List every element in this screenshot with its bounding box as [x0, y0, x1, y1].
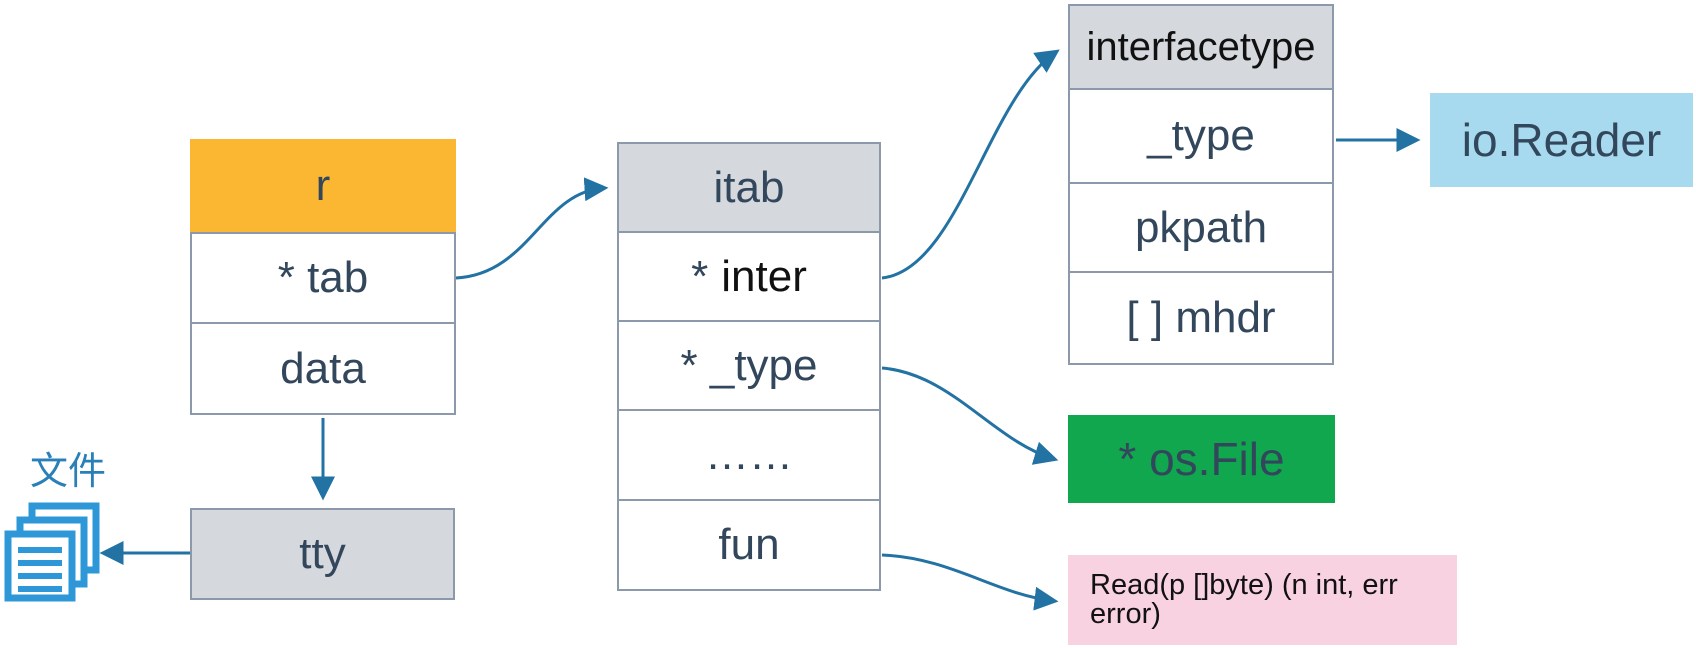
itab-struct-header: itab: [617, 142, 881, 233]
r-struct-header: r: [190, 139, 456, 232]
interfacetype-row-pkpath: pkpath: [1068, 182, 1334, 273]
io-reader-box: io.Reader: [1430, 93, 1693, 187]
r-struct-box: r * tab data: [190, 139, 456, 415]
arrow-inter-to-interfacetype: [881, 49, 1060, 280]
itab-row-type: * _type: [617, 320, 881, 411]
interfacetype-row-mhdr: [ ] mhdr: [1068, 271, 1334, 365]
interfacetype-row-type: _type: [1068, 88, 1334, 184]
itab-row-inter: * inter: [617, 231, 881, 322]
os-file-box: * os.File: [1068, 415, 1335, 503]
interfacetype-struct-box: interfacetype _type pkpath [ ] mhdr: [1068, 4, 1334, 365]
arrow-fun-to-read: [881, 553, 1059, 611]
tty-box: tty: [190, 508, 455, 600]
itab-row-inter-star: *: [691, 251, 709, 301]
arrow-tab-to-itab: [455, 177, 609, 280]
itab-row-dots: ……: [617, 409, 881, 501]
arrow-itabtype-to-osfile: [881, 366, 1059, 465]
r-row-tab: * tab: [190, 232, 456, 324]
file-stack-icon: [4, 502, 100, 602]
read-signature-box: Read(p []byte) (n int, err error): [1068, 555, 1457, 645]
itab-row-inter-name: inter: [721, 251, 807, 301]
itab-row-fun: fun: [617, 499, 881, 591]
interfacetype-struct-header: interfacetype: [1068, 4, 1334, 90]
itab-struct-box: itab * inter * _type …… fun: [617, 142, 881, 591]
file-label: 文件: [30, 451, 107, 493]
r-row-data: data: [190, 322, 456, 415]
